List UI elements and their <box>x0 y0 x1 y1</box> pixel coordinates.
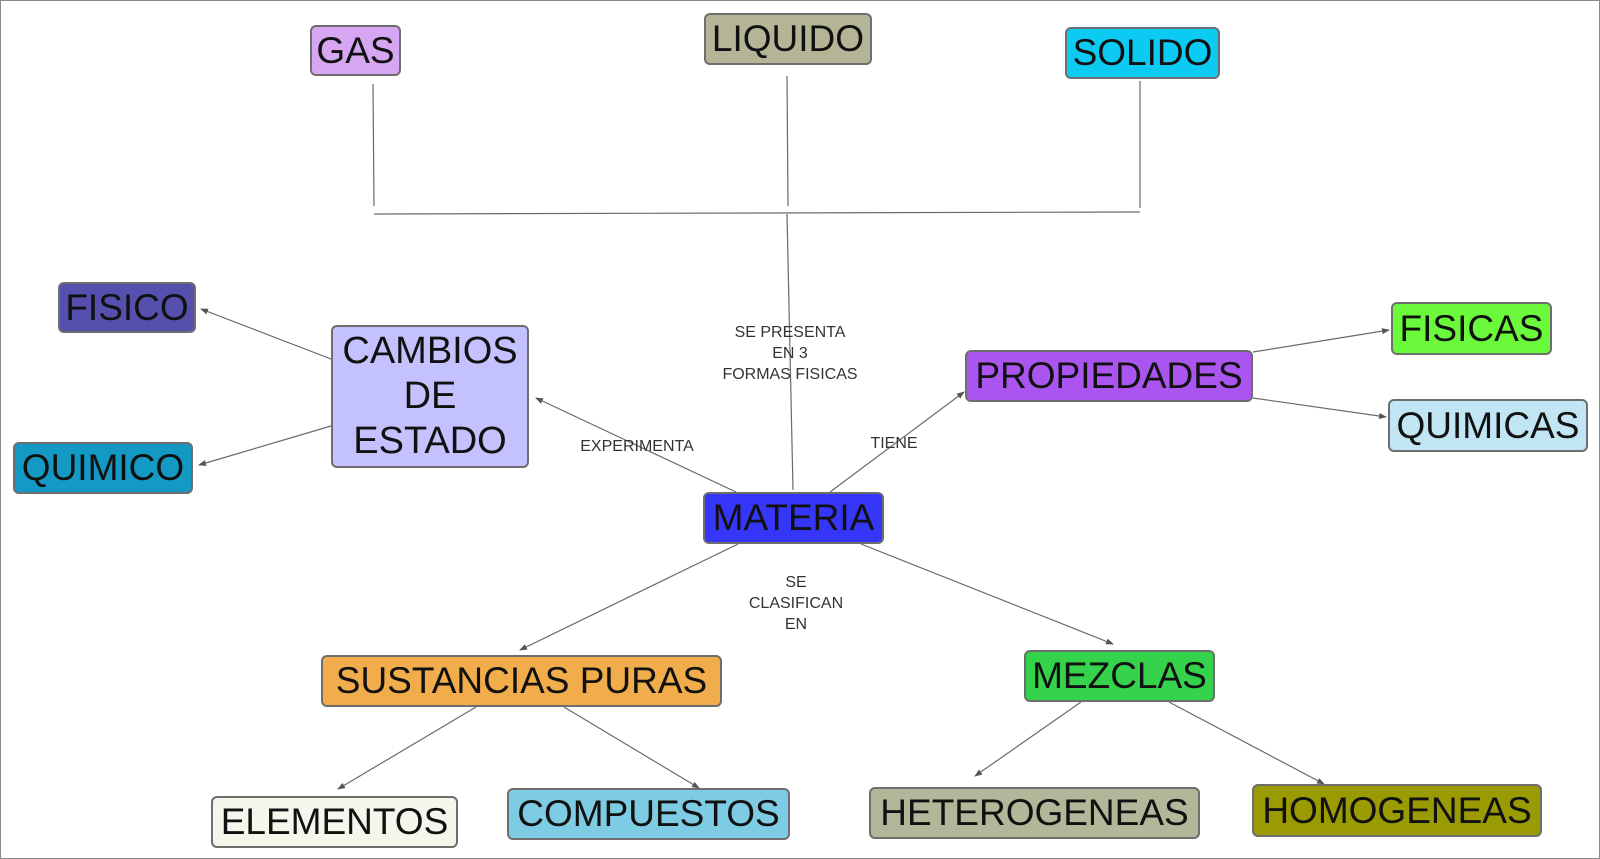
node-solido[interactable]: SOLIDO <box>1065 27 1220 79</box>
link-bracket-bar <box>373 211 1141 215</box>
link-materia-mezclas <box>860 543 1114 645</box>
link-label-experimenta: EXPERIMENTA <box>580 438 694 455</box>
link-propiedades-quimicas <box>1252 397 1387 419</box>
link-label-tiene: TIENE <box>870 435 918 452</box>
link-label-se-clasifican: SE CLASIFICAN EN <box>748 574 844 633</box>
node-liquido[interactable]: LIQUIDO <box>704 13 872 65</box>
link-cambios-fisico <box>200 308 332 360</box>
node-mezclas[interactable]: MEZCLAS <box>1024 650 1215 702</box>
link-sustancias-elementos <box>337 706 477 790</box>
link-materia-cambios <box>535 397 737 493</box>
node-compuestos[interactable]: COMPUESTOS <box>507 788 790 840</box>
link-label-se-presenta: SE PRESENTA EN 3 FORMAS FISICAS <box>722 324 858 383</box>
link-mezclas-homogeneas <box>1168 701 1325 785</box>
node-materia[interactable]: MATERIA <box>703 492 884 544</box>
link-liquido-bracket <box>786 75 789 207</box>
node-fisico[interactable]: FISICO <box>58 282 196 333</box>
node-quimico[interactable]: QUIMICO <box>13 442 193 494</box>
node-fisicas[interactable]: FISICAS <box>1391 302 1552 355</box>
link-materia-sustancias <box>519 543 739 651</box>
link-materia-propiedades <box>829 391 965 493</box>
node-cambios-de-estado[interactable]: CAMBIOS DE ESTADO <box>331 325 529 468</box>
node-homogeneas[interactable]: HOMOGENEAS <box>1252 784 1542 837</box>
link-cambios-quimico <box>198 425 332 466</box>
node-propiedades[interactable]: PROPIEDADES <box>965 350 1253 402</box>
link-mezclas-heterogeneas <box>974 701 1082 777</box>
link-bracket-materia <box>786 213 794 491</box>
node-heterogeneas[interactable]: HETEROGENEAS <box>869 787 1200 839</box>
link-propiedades-fisicas <box>1252 328 1390 353</box>
node-quimicas[interactable]: QUIMICAS <box>1388 399 1588 452</box>
link-sustancias-compuestos <box>563 706 700 789</box>
node-sustancias-puras[interactable]: SUSTANCIAS PURAS <box>321 655 722 707</box>
node-elementos[interactable]: ELEMENTOS <box>211 796 458 848</box>
link-gas-bracket <box>372 83 375 207</box>
node-gas[interactable]: GAS <box>310 25 401 76</box>
